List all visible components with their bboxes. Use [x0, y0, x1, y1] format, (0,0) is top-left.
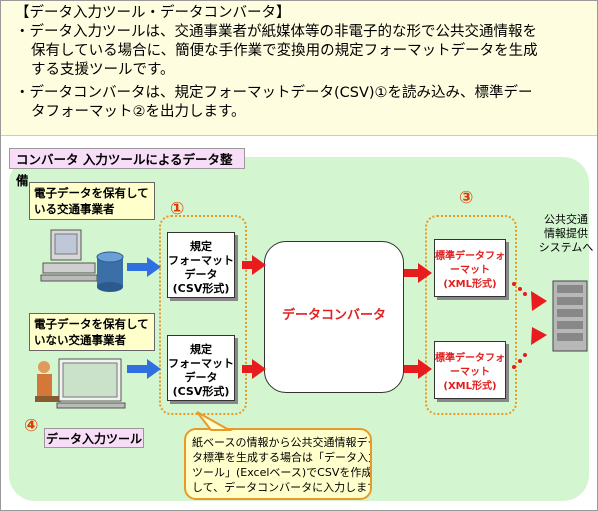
person-at-computer-icon: [35, 358, 126, 409]
public-system-line-2: 情報提供: [544, 227, 588, 240]
server-icon: [552, 280, 588, 352]
description-panel: 【データ入力ツール・データコンバータ】 ・データ入力ツールは、交通事業者が紙媒体…: [1, 1, 597, 136]
format-doc-line-2: フォーマット: [168, 357, 234, 370]
data-converter-label: データコンバータ: [281, 308, 386, 323]
format-doc-line-2: フォーマット: [168, 254, 234, 267]
red-arrow-to-converter-bottom: [242, 359, 266, 379]
format-doc-line-4: (CSV形式): [172, 385, 230, 398]
public-system-line-3: システムへ: [538, 241, 594, 254]
callout-tail: [196, 411, 233, 431]
blue-arrow-top: [127, 257, 161, 277]
bullet-1-line-3: する支援ツールです。: [31, 62, 175, 78]
callout-line-3: ツール」(Excelベース)でCSVを作成: [192, 466, 372, 479]
format-doc-line-4: (CSV形式): [172, 282, 230, 295]
red-arrow-to-converter-top: [242, 255, 266, 275]
format-data-document-top: 規定 フォーマット データ (CSV形式): [167, 232, 235, 298]
std-doc-line-2: (XML形式): [443, 381, 497, 392]
std-doc-line-1: 標準データフォーマット: [435, 251, 505, 276]
data-input-tool-label: データ入力ツール: [44, 428, 144, 448]
marker-three: ③: [459, 188, 474, 208]
operator-electronic-line-1: 電子データを保有して: [34, 186, 149, 200]
operator-nonelectronic-line-2: いない交通事業者: [34, 333, 126, 347]
operator-nonelectronic-line-1: 電子データを保有して: [34, 317, 149, 331]
standard-format-group: [425, 215, 517, 415]
red-arrow-from-converter-top: [404, 263, 432, 283]
callout-note: 紙ベースの情報から公共交通情報デー タ標準を生成する場合は「データ入力 ツール」…: [184, 428, 372, 500]
format-data-group: [159, 215, 247, 415]
format-doc-line-3: データ: [184, 371, 218, 384]
bullet-2-line-2: タフォーマット②を出力します。: [31, 104, 246, 120]
computer-icon: [40, 229, 98, 282]
data-converter-box: データコンバータ: [264, 241, 404, 393]
format-doc-line-1: 規定: [190, 240, 212, 253]
standard-format-document-bottom: 標準データフォーマット (XML形式): [434, 341, 506, 399]
std-doc-line-2: (XML形式): [443, 279, 497, 290]
standard-format-document-top: 標準データフォーマット (XML形式): [434, 239, 506, 297]
database-icon: [96, 251, 124, 292]
format-doc-line-3: データ: [184, 268, 218, 281]
marker-four: ④: [24, 416, 39, 436]
bullet-1-line-1: ・データ入力ツールは、交通事業者が紙媒体等の非電子的な形で公共交通情報を: [15, 24, 537, 40]
red-arrow-from-converter-bottom: [404, 359, 432, 379]
format-data-document-bottom: 規定 フォーマット データ (CSV形式): [167, 335, 235, 401]
public-system-line-1: 公共交通: [544, 213, 588, 226]
section-title: コンバータ 入力ツールによるデータ整備: [9, 148, 245, 188]
red-arrow-to-system: [531, 291, 547, 345]
callout-line-4: して、データコンバータに入力します。: [192, 481, 372, 494]
connector-dots: [512, 282, 527, 369]
blue-arrow-bottom: [127, 359, 161, 379]
format-doc-line-1: 規定: [190, 343, 212, 356]
operator-electronic-label: 電子データを保有して いる交通事業者: [29, 182, 155, 220]
operator-electronic-line-2: いる交通事業者: [34, 202, 115, 216]
public-transport-system-label: 公共交通 情報提供 システムへ: [536, 213, 596, 255]
marker-one: ①: [170, 199, 185, 219]
callout-line-1: 紙ベースの情報から公共交通情報デー: [192, 436, 372, 449]
operator-nonelectronic-label: 電子データを保有して いない交通事業者: [29, 313, 155, 351]
description-title: 【データ入力ツール・データコンバータ】: [15, 5, 291, 21]
std-doc-line-1: 標準データフォーマット: [435, 353, 505, 378]
bullet-1-line-2: 保有している場合に、簡便な手作業で変換用の規定フォーマットデータを生成: [31, 43, 538, 59]
bullet-2-line-1: ・データコンバータは、規定フォーマットデータ(CSV)①を読み込み、標準デー: [15, 85, 533, 101]
callout-line-2: タ標準を生成する場合は「データ入力: [192, 451, 372, 464]
